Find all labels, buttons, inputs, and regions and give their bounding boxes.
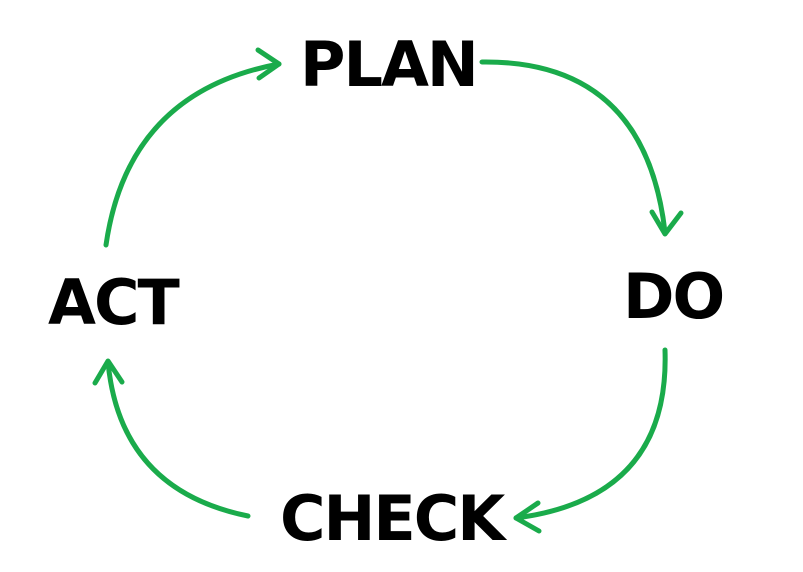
arrow-plan-to-do-curve xyxy=(479,59,668,235)
arrow-act-to-plan-curve xyxy=(103,61,282,248)
arrow-plan-to-do xyxy=(479,59,684,237)
arrow-check-to-act xyxy=(92,358,251,519)
arrow-check-to-act-curve xyxy=(105,359,251,519)
arrow-do-to-check-curve xyxy=(513,347,668,521)
stage-label-do: DO xyxy=(623,260,725,333)
arrow-act-to-plan xyxy=(103,47,282,248)
stage-label-plan: PLAN xyxy=(300,28,479,101)
arrow-do-to-check-head xyxy=(513,500,542,534)
arrow-plan-to-do-head xyxy=(649,209,684,237)
arrow-act-to-plan-head xyxy=(255,47,282,81)
arrow-do-to-check xyxy=(513,347,668,534)
stage-label-check: CHECK xyxy=(280,482,505,555)
stage-label-act: ACT xyxy=(48,266,180,339)
arrow-check-to-act-head xyxy=(92,358,125,386)
